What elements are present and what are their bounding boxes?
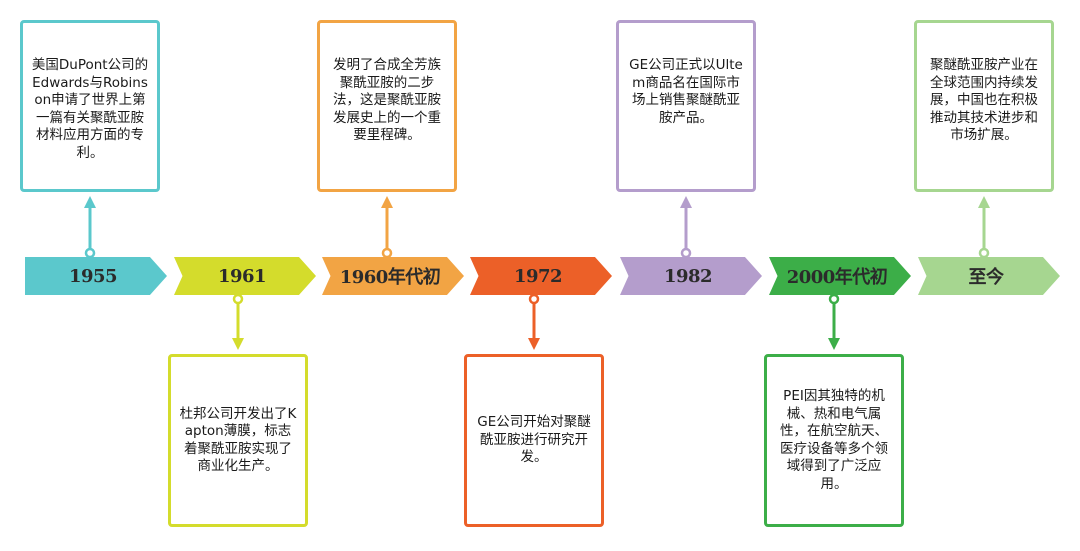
event-box-1972: GE公司开始对聚醚酰亚胺进行研究开发。 [464, 354, 604, 527]
connector-arrowhead [84, 196, 96, 208]
connector-arrowhead [232, 338, 244, 350]
connector-arrowhead [528, 338, 540, 350]
event-text-present: 聚醚酰亚胺产业在全球范围内持续发展，中国也在积极推动其技术进步和市场扩展。 [930, 57, 1038, 143]
event-text-1960s: 发明了合成全芳族聚酰亚胺的二步法，这是聚酰亚胺发展史上的一个重要里程碑。 [333, 57, 441, 143]
date-label-1982: 1982 [663, 265, 713, 287]
date-label-present: 至今 [968, 267, 1005, 288]
connector-dot [381, 247, 393, 259]
date-arrow-1982: 1982 [620, 257, 762, 295]
event-text-1972: GE公司开始对聚醚酰亚胺进行研究开发。 [477, 414, 591, 466]
connector-dot [232, 293, 244, 305]
event-box-1955: 美国DuPont公司的Edwards与Robinson申请了世界上第一篇有关聚酰… [20, 20, 160, 192]
connector-dot [528, 293, 540, 305]
event-box-2000s: PEI因其独特的机械、热和电气属性，在航空航天、医疗设备等多个领域得到了广泛应用… [764, 354, 904, 527]
connector-arrowhead [680, 196, 692, 208]
event-box-1960s: 发明了合成全芳族聚酰亚胺的二步法，这是聚酰亚胺发展史上的一个重要里程碑。 [317, 20, 457, 192]
date-arrow-1955: 1955 [25, 257, 167, 295]
date-arrow-1960s: 1960年代初 [322, 257, 464, 295]
connector-dot [978, 247, 990, 259]
connector-dot [828, 293, 840, 305]
connector-dot [84, 247, 96, 259]
date-label-1955: 1955 [68, 265, 118, 287]
event-text-1961: 杜邦公司开发出了Kapton薄膜，标志着聚酰亚胺实现了商业化生产。 [179, 405, 297, 475]
date-arrow-1972: 1972 [470, 257, 612, 295]
date-label-2000s: 2000年代初 [786, 267, 888, 288]
connector-dot [680, 247, 692, 259]
connector-arrowhead [978, 196, 990, 208]
date-label-1961: 1961 [217, 265, 267, 287]
date-label-1972: 1972 [513, 265, 563, 287]
date-label-1960s: 1960年代初 [339, 267, 441, 288]
event-box-1982: GE公司正式以Ultem商品名在国际市场上销售聚醚酰亚胺产品。 [616, 20, 756, 192]
event-text-2000s: PEI因其独特的机械、热和电气属性，在航空航天、医疗设备等多个领域得到了广泛应用… [780, 388, 888, 492]
event-text-1982: GE公司正式以Ultem商品名在国际市场上销售聚醚酰亚胺产品。 [629, 57, 743, 126]
connector-arrowhead [828, 338, 840, 350]
date-arrow-2000s: 2000年代初 [769, 257, 911, 295]
date-arrow-present: 至今 [918, 257, 1060, 295]
event-text-1955: 美国DuPont公司的Edwards与Robinson申请了世界上第一篇有关聚酰… [31, 57, 149, 161]
connector-arrowhead [381, 196, 393, 208]
event-box-1961: 杜邦公司开发出了Kapton薄膜，标志着聚酰亚胺实现了商业化生产。 [168, 354, 308, 527]
event-box-present: 聚醚酰亚胺产业在全球范围内持续发展，中国也在积极推动其技术进步和市场扩展。 [914, 20, 1054, 192]
date-arrow-1961: 1961 [174, 257, 316, 295]
